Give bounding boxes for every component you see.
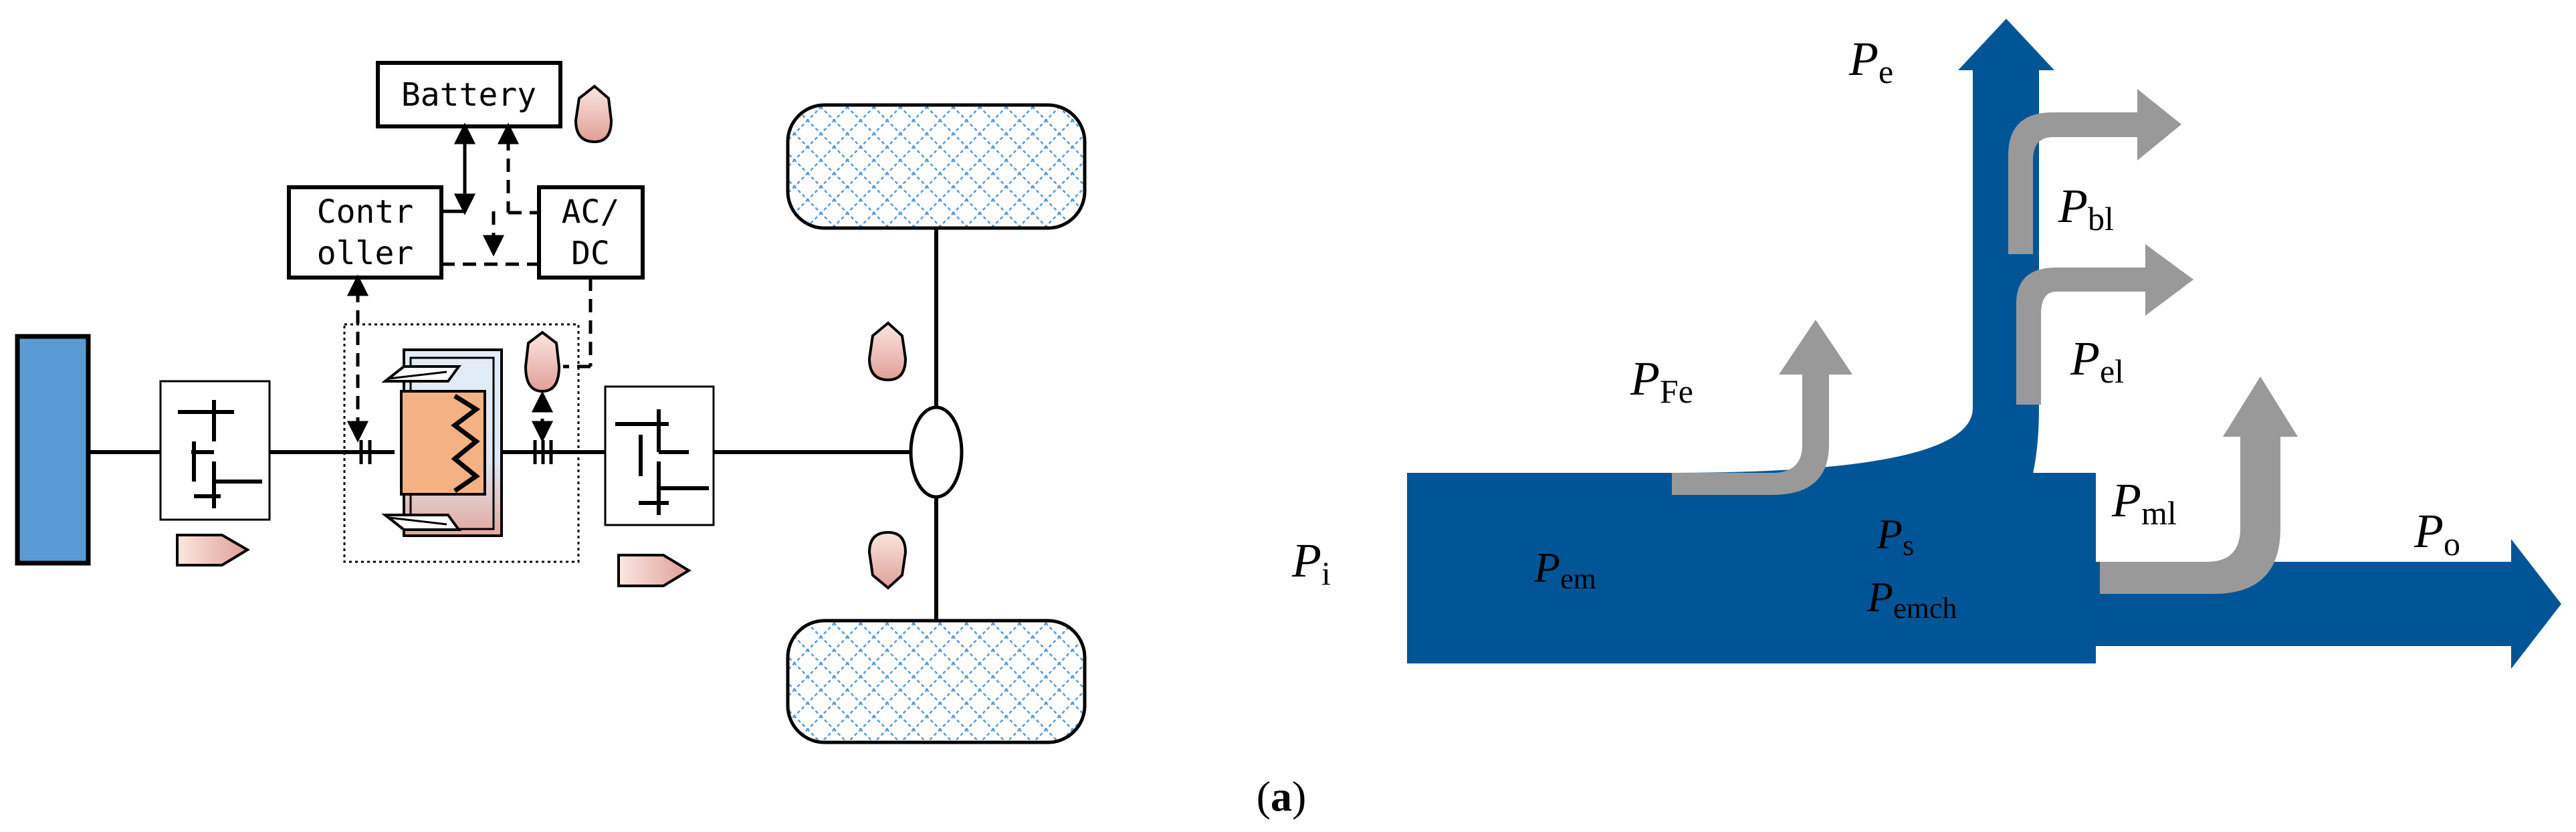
powertrain-diagram: Battery Contr oller AC/ DC — [15, 61, 1087, 744]
loss-arrow-mechanical — [2100, 437, 2280, 594]
acdc-label-line1: AC/ — [562, 193, 620, 231]
engine-block — [15, 334, 91, 566]
loss-arrow-iron-head — [1779, 320, 1852, 375]
loss-arrow-electric-head — [2145, 244, 2193, 316]
label-pbl: Pbl — [2058, 179, 2114, 237]
electric-motor — [381, 348, 503, 537]
controller-acdc-link — [441, 211, 539, 266]
marker-battery — [574, 84, 613, 144]
label-pfe: PFe — [1630, 352, 1693, 410]
battery-box — [376, 61, 562, 128]
power-flow-diagram: Pe Pbl PFe Pel Pml Po Pi Pem Ps Pemch — [1291, 19, 2561, 669]
loss-arrow-iron — [1672, 375, 1829, 495]
sensor-marker-vertical — [524, 330, 561, 393]
coupling-left — [359, 440, 372, 464]
acdc-label-line2: DC — [571, 235, 610, 272]
figure-caption: (a) — [1257, 772, 1307, 820]
label-po: Po — [2413, 504, 2460, 562]
loss-arrow-bearing — [2008, 112, 2137, 254]
controller-label-line2: oller — [317, 235, 414, 272]
coupling-right — [533, 440, 553, 464]
battery-label: Battery — [401, 76, 536, 114]
wheel-rear — [786, 619, 1087, 744]
loss-arrow-mechanical-head — [2223, 377, 2298, 437]
label-pe: Pe — [1848, 32, 1893, 90]
label-pi: Pi — [1291, 534, 1331, 592]
label-pel: Pel — [2070, 332, 2124, 390]
flow-elbow — [1672, 67, 2039, 568]
motor-enclosure — [343, 323, 580, 563]
controller-box — [287, 185, 443, 280]
label-pem: Pem — [1533, 544, 1596, 595]
battery-acdc-link — [497, 122, 539, 215]
flow-output-arrowhead — [2511, 539, 2561, 669]
wheel-front — [786, 103, 1087, 230]
battery-controller-link — [441, 122, 476, 215]
gearbox-1-gears — [178, 400, 262, 508]
label-pemch: Pemch — [1866, 573, 1957, 625]
flow-vertical-arrowhead — [1958, 19, 2054, 70]
label-pml: Pml — [2111, 474, 2177, 532]
controller-label-line1: Contr — [317, 193, 414, 231]
label-ps: Ps — [1876, 510, 1914, 562]
gearbox-2-gears — [615, 409, 709, 515]
differential — [909, 405, 964, 499]
loss-arrows — [1672, 89, 2298, 594]
loss-arrow-electric — [2016, 268, 2145, 405]
marker-gearbox-output — [617, 554, 691, 587]
loss-arrow-bearing-head — [2137, 89, 2181, 161]
controller-motor-link — [346, 274, 369, 443]
acdc-motor-link — [531, 278, 593, 443]
marker-engine-output — [176, 534, 250, 566]
marker-axle-lower — [867, 530, 907, 590]
marker-axle-upper — [867, 321, 907, 382]
